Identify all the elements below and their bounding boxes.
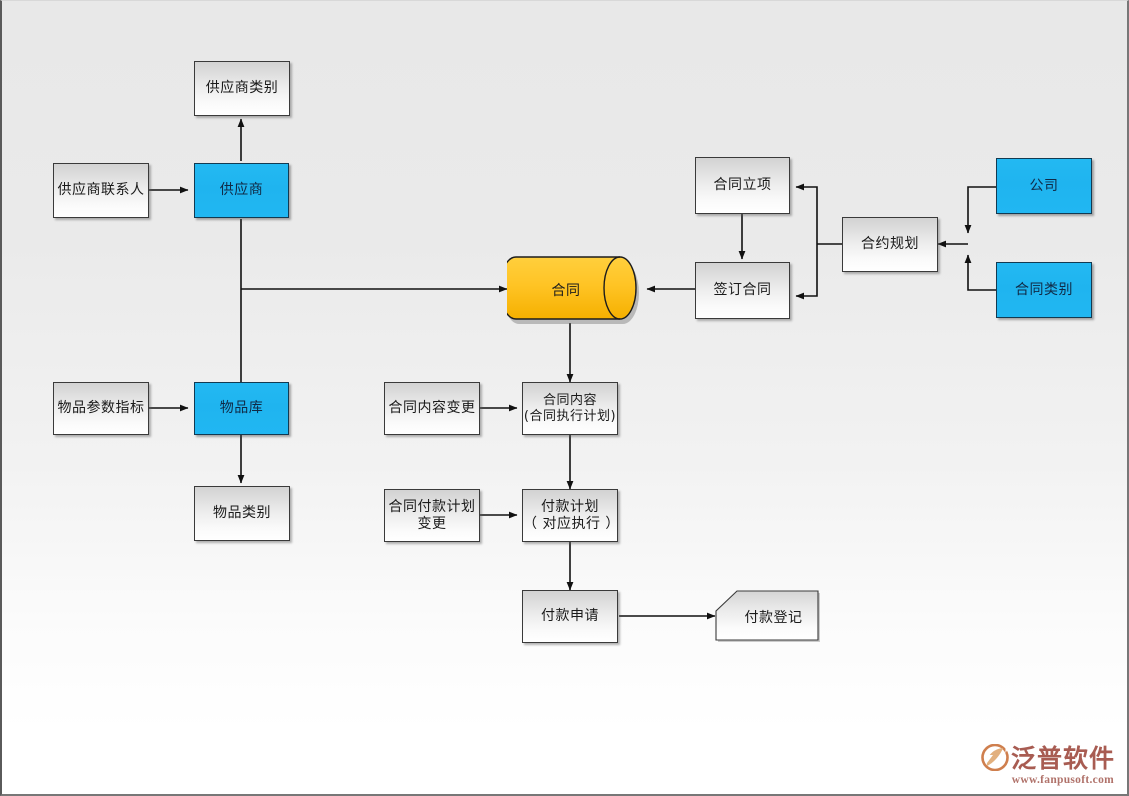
node-content-change[interactable]: 合同内容变更	[384, 382, 480, 435]
node-label: 供应商	[219, 182, 264, 199]
edge-contractplan-to-contractsign	[795, 244, 818, 300]
fanpu-swoosh-icon	[981, 743, 1010, 771]
logo-row: 泛普软件	[981, 739, 1115, 775]
node-contract-plan[interactable]: 合约规划	[842, 217, 938, 272]
edge-contractplan-to-contractproject	[795, 183, 818, 244]
node-contract-project[interactable]: 合同立项	[695, 157, 790, 214]
node-company[interactable]: 公司	[996, 158, 1092, 214]
node-label: 合同	[551, 283, 581, 299]
node-label: 付款计划	[541, 498, 599, 515]
node-label: 付款申请	[541, 608, 599, 625]
logo-brand-text: 泛普软件	[1010, 744, 1115, 773]
node-label: 供应商类别	[205, 80, 279, 97]
node-payment-plan[interactable]: 付款计划 （ 对应执行 ）	[522, 489, 620, 542]
node-label: 合同付款计划	[388, 498, 476, 515]
node-label: 公司	[1029, 177, 1059, 194]
node-label: 签订合同	[713, 282, 772, 299]
node-label: 合同内容	[542, 393, 597, 409]
cylinder-shape	[499, 256, 639, 324]
node-sublabel: （ 对应执行 ）	[523, 515, 620, 532]
logo-url-text: www.fanpusoft.com	[1011, 774, 1114, 786]
node-payment-request[interactable]: 付款申请	[522, 590, 618, 643]
node-label: 物品库	[219, 400, 264, 417]
node-label: 合约规划	[861, 236, 919, 253]
node-supplier-category[interactable]: 供应商类别	[194, 61, 290, 116]
node-item-category[interactable]: 物品类别	[194, 486, 290, 541]
node-label: 供应商联系人	[57, 182, 145, 199]
node-label: 物品参数指标	[57, 400, 145, 417]
node-contract-category[interactable]: 合同类别	[996, 262, 1092, 318]
edge-contractcategory-to-junction	[964, 254, 996, 291]
node-payment-register[interactable]: 付款登记	[715, 590, 820, 643]
node-sublabel: 变更	[417, 515, 447, 532]
node-label: 合同内容变更	[388, 400, 476, 417]
bevel-shape	[715, 590, 820, 642]
node-payplan-change[interactable]: 合同付款计划 变更	[384, 489, 480, 542]
brand-logo: 泛普软件 www.fanpusoft.com	[981, 739, 1115, 786]
node-supplier-contact[interactable]: 供应商联系人	[53, 163, 149, 218]
node-label: 合同类别	[1015, 281, 1073, 298]
node-contract[interactable]: 合同	[499, 253, 647, 327]
node-label: 付款登记	[744, 609, 803, 626]
node-supplier[interactable]: 供应商	[194, 163, 289, 218]
node-item-warehouse[interactable]: 物品库	[194, 382, 289, 435]
node-contract-sign[interactable]: 签订合同	[695, 262, 790, 319]
node-label: 合同立项	[713, 177, 772, 194]
node-contract-content[interactable]: 合同内容 (合同执行计划)	[522, 382, 618, 435]
edge-company-to-junction	[964, 186, 996, 234]
node-label: 物品类别	[213, 505, 271, 522]
node-item-parameter[interactable]: 物品参数指标	[53, 382, 149, 435]
node-sublabel: (合同执行计划)	[523, 408, 617, 424]
